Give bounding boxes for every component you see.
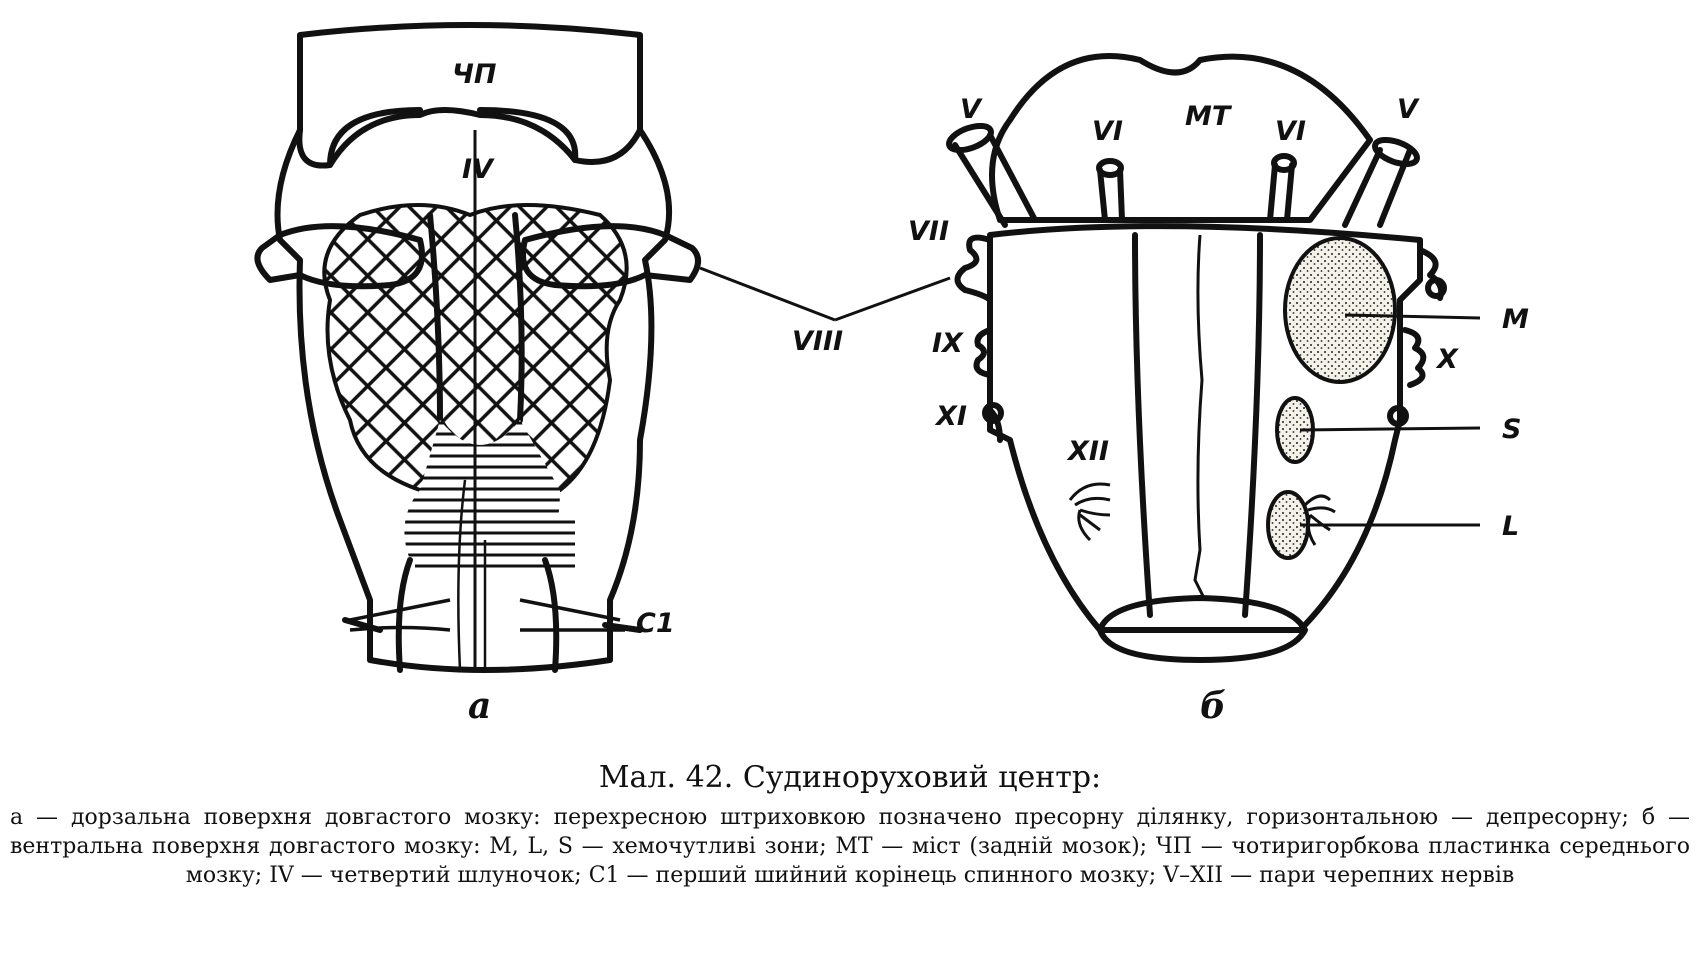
label-vi-right: VI xyxy=(1275,116,1306,147)
label-l: L xyxy=(1502,511,1519,542)
label-c1: C1 xyxy=(636,608,675,639)
panel-label-a: а xyxy=(468,685,491,727)
label-xi: XI xyxy=(934,401,967,432)
label-chp: ЧП xyxy=(452,59,497,90)
caption-title: Мал. 42. Судинорухoвий центр: xyxy=(598,760,1102,795)
label-vii: VII xyxy=(908,216,949,247)
figure-caption: Мал. 42. Судинорухoвий центр: а — дорзал… xyxy=(0,760,1700,890)
label-v-left: V xyxy=(960,94,983,125)
caption-body: а — дорзальна поверхня довгастого мозку:… xyxy=(10,805,1690,888)
label-vi-left: VI xyxy=(1092,116,1123,147)
label-xii: XII xyxy=(1066,436,1109,467)
medulla-outline-b xyxy=(987,223,1423,633)
pons xyxy=(989,53,1373,223)
label-ix: IX xyxy=(932,328,964,359)
panel-label-b: б xyxy=(1200,685,1226,727)
label-m: M xyxy=(1502,304,1529,335)
panel-a-dorsal-medulla xyxy=(254,22,836,673)
panel-b-ventral-medulla xyxy=(946,53,1481,663)
label-viii: VIII xyxy=(792,326,843,357)
label-iv: IV xyxy=(462,154,495,185)
quadrigeminal-plate xyxy=(296,22,643,169)
label-mt: MT xyxy=(1185,101,1233,132)
zone-m xyxy=(1283,236,1397,384)
label-x: X xyxy=(1435,344,1459,375)
label-v-right: V xyxy=(1397,94,1420,125)
label-s: S xyxy=(1502,414,1521,445)
